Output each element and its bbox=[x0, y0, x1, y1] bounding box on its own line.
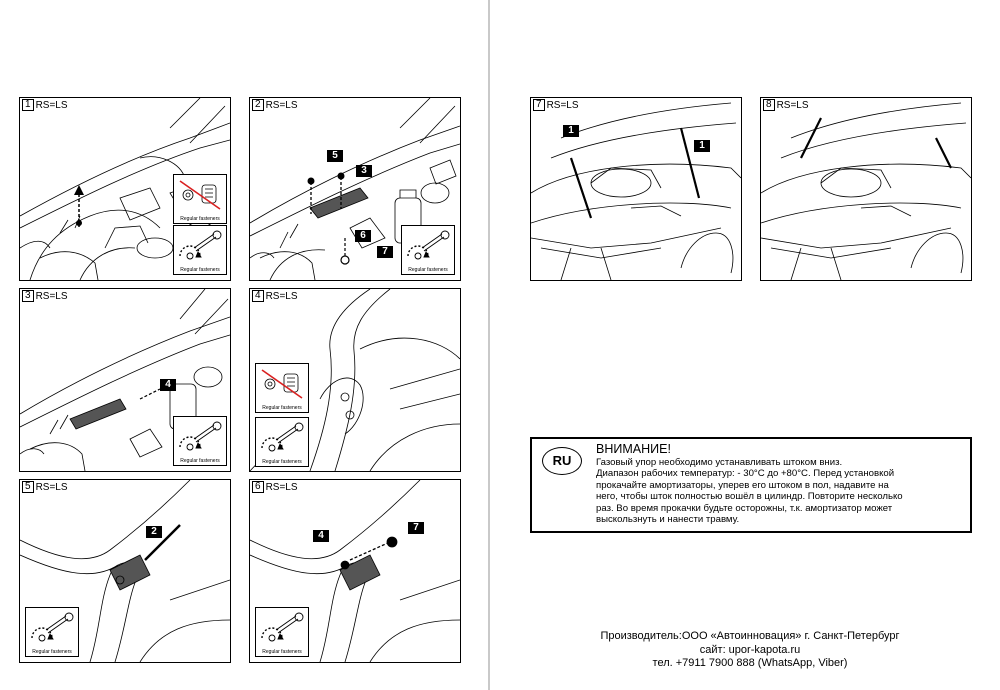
part-callout: 1 bbox=[694, 140, 710, 152]
part-callout: 5 bbox=[327, 150, 343, 162]
side-label: RS=LS bbox=[35, 99, 68, 111]
step-7-panel: 7 RS=LS 1 1 bbox=[530, 97, 742, 281]
wrench-rotate-icon bbox=[261, 612, 304, 642]
step-number: 1 bbox=[22, 99, 34, 111]
part-callout: 4 bbox=[160, 379, 176, 391]
notice-line: выскользнуть и нанести травму. bbox=[596, 514, 740, 526]
inset-caption: Regular fasteners bbox=[408, 267, 448, 273]
step-6-panel: 6 RS=LS 4 7 Regular fasteners bbox=[249, 479, 461, 663]
part-callout: 6 bbox=[355, 230, 371, 242]
notice-line: него, чтобы шток полностью вошёл в цилин… bbox=[596, 491, 903, 503]
side-label: RS=LS bbox=[546, 99, 579, 111]
side-label: RS=LS bbox=[265, 290, 298, 302]
step-number: 8 bbox=[763, 99, 775, 111]
hinge-bracket-illustration bbox=[20, 480, 230, 662]
side-label: RS=LS bbox=[776, 99, 809, 111]
notice-line: раз. Во время прокачки будьте осторожны,… bbox=[596, 502, 893, 514]
regular-fasteners-inset: Regular fasteners bbox=[173, 225, 227, 275]
notice-line: прокачайте амортизаторы, уперев его шток… bbox=[596, 479, 889, 491]
car-front-illustration bbox=[531, 102, 741, 280]
regular-fasteners-inset: Regular fasteners bbox=[173, 416, 227, 466]
step-4-panel: 4 RS=LS Regular fasteners Regular fasten… bbox=[249, 288, 461, 472]
step-number: 4 bbox=[252, 290, 264, 302]
engine-bay-illustration bbox=[20, 98, 230, 280]
part-callout: 2 bbox=[146, 526, 162, 538]
language-badge: RU bbox=[542, 447, 582, 475]
car-front-illustration bbox=[761, 102, 971, 280]
step-5-panel: 5 RS=LS 2 Regular fasteners bbox=[19, 479, 231, 663]
step-label: 2 RS=LS bbox=[252, 99, 300, 111]
notice-title: ВНИМАНИЕ! bbox=[596, 442, 671, 456]
inset-caption: Regular fasteners bbox=[262, 649, 302, 655]
regular-fasteners-inset: Regular fasteners bbox=[255, 417, 309, 467]
side-label: RS=LS bbox=[35, 481, 68, 493]
step-number: 2 bbox=[252, 99, 264, 111]
crossed-fastener-icon bbox=[179, 180, 221, 210]
wrench-rotate-icon bbox=[407, 230, 450, 260]
step-3-panel: 3 RS=LS 4 Regular fasteners bbox=[19, 288, 231, 472]
side-label: RS=LS bbox=[265, 99, 298, 111]
step-label: 1 RS=LS bbox=[22, 99, 70, 111]
step-number: 6 bbox=[252, 481, 264, 493]
regular-fasteners-inset: Regular fasteners bbox=[25, 607, 79, 657]
regular-fasteners-inset: Regular fasteners bbox=[173, 174, 227, 224]
page-divider bbox=[488, 0, 490, 690]
inset-caption: Regular fasteners bbox=[180, 267, 220, 273]
step-1-panel: 1 RS=LS Regular fasteners Regular fasten… bbox=[19, 97, 231, 281]
step-number: 5 bbox=[22, 481, 34, 493]
crossed-fastener-icon bbox=[261, 369, 303, 399]
step-2-panel: 2 RS=LS 5 3 6 7 Regular fasteners bbox=[249, 97, 461, 281]
side-label: RS=LS bbox=[35, 290, 68, 302]
website-text: сайт: upor-kapota.ru bbox=[699, 643, 801, 656]
wrench-rotate-icon bbox=[31, 612, 74, 642]
bolt-icon bbox=[337, 172, 345, 209]
regular-fasteners-inset: Regular fasteners bbox=[401, 225, 455, 275]
inset-caption: Regular fasteners bbox=[262, 405, 302, 411]
bolt-icon bbox=[307, 177, 315, 214]
part-callout: 1 bbox=[563, 125, 579, 137]
wrench-rotate-icon bbox=[179, 421, 222, 451]
wrench-rotate-icon bbox=[179, 230, 222, 260]
nut-icon bbox=[340, 238, 350, 265]
inset-caption: Regular fasteners bbox=[32, 649, 72, 655]
inset-caption: Regular fasteners bbox=[262, 459, 302, 465]
step-label: 7 RS=LS bbox=[533, 99, 581, 111]
side-label: RS=LS bbox=[265, 481, 298, 493]
manufacturer-text: Производитель:ООО «Автоинновация» г. Сан… bbox=[600, 630, 900, 642]
step-label: 8 RS=LS bbox=[763, 99, 811, 111]
regular-fasteners-inset: Regular fasteners bbox=[255, 607, 309, 657]
step-label: 6 RS=LS bbox=[252, 481, 300, 493]
step-number: 3 bbox=[22, 290, 34, 302]
step-label: 5 RS=LS bbox=[22, 481, 70, 493]
step-label: 3 RS=LS bbox=[22, 290, 70, 302]
step-8-panel: 8 RS=LS bbox=[760, 97, 972, 281]
notice-body: Газовый упор необходимо устанавливать шт… bbox=[596, 457, 966, 525]
wrench-rotate-icon bbox=[261, 422, 304, 452]
inset-caption: Regular fasteners bbox=[180, 458, 220, 464]
regular-fasteners-inset: Regular fasteners bbox=[255, 363, 309, 413]
inset-caption: Regular fasteners bbox=[180, 216, 220, 222]
notice-line: Газовый упор необходимо устанавливать шт… bbox=[596, 457, 843, 468]
phone-text: тел. +7911 7900 888 (WhatsApp, Viber) bbox=[652, 657, 848, 669]
notice-line: Диапазон рабочих температур: - 30°С до +… bbox=[596, 468, 895, 480]
dashed-up-arrow-icon bbox=[74, 185, 84, 227]
engine-bay-illustration bbox=[20, 289, 230, 471]
manufacturer-footer: Производитель:ООО «Автоинновация» г. Сан… bbox=[530, 630, 970, 671]
part-callout: 3 bbox=[356, 165, 372, 177]
strut-mount-illustration bbox=[250, 480, 460, 662]
part-callout: 7 bbox=[408, 522, 424, 534]
step-number: 7 bbox=[533, 99, 545, 111]
step-label: 4 RS=LS bbox=[252, 290, 300, 302]
warning-notice: RU ВНИМАНИЕ! Газовый упор необходимо уст… bbox=[530, 437, 972, 533]
part-callout: 7 bbox=[377, 246, 393, 258]
part-callout: 4 bbox=[313, 530, 329, 542]
